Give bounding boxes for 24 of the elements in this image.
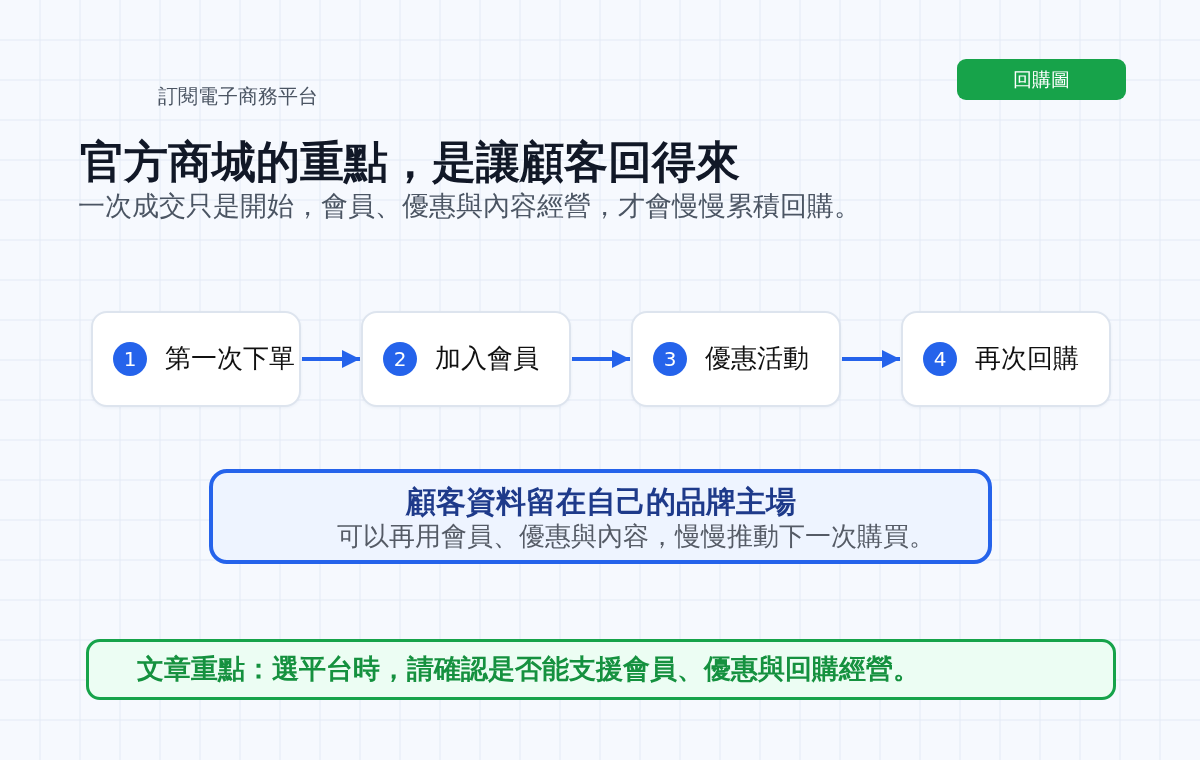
step-label: 優惠活動 bbox=[705, 343, 809, 375]
category-tag: 回購圖 bbox=[957, 59, 1126, 100]
step-card bbox=[91, 311, 301, 407]
panel-heading: 顧客資料留在自己的品牌主場 bbox=[405, 484, 796, 521]
highlight-panel bbox=[209, 469, 992, 564]
tagline-text: 訂閱電子商務平台 bbox=[158, 84, 318, 108]
step-number: 1 bbox=[113, 342, 147, 376]
banner-text: 文章重點：選平台時，請確認是否能支援會員、優惠與回購經營。 bbox=[137, 653, 920, 686]
step-card bbox=[631, 311, 841, 407]
step-label: 再次回購 bbox=[975, 343, 1079, 375]
step-number: 2 bbox=[383, 342, 417, 376]
arrow bbox=[842, 350, 900, 368]
panel-text: 可以再用會員、優惠與內容，慢慢推動下一次購買。 bbox=[336, 520, 935, 553]
step-label: 加入會員 bbox=[435, 343, 539, 375]
key-point-banner bbox=[86, 639, 1116, 700]
page-subtitle: 一次成交只是開始，會員、優惠與內容經營，才會慢慢累積回購。 bbox=[78, 190, 861, 222]
arrow bbox=[302, 350, 360, 368]
step-number: 4 bbox=[923, 342, 957, 376]
step-label: 第一次下單 bbox=[165, 343, 295, 375]
step-number: 3 bbox=[653, 342, 687, 376]
page-title: 官方商城的重點，是讓顧客回得來 bbox=[80, 137, 740, 188]
step-card bbox=[361, 311, 571, 407]
arrow bbox=[572, 350, 630, 368]
step-card bbox=[901, 311, 1111, 407]
